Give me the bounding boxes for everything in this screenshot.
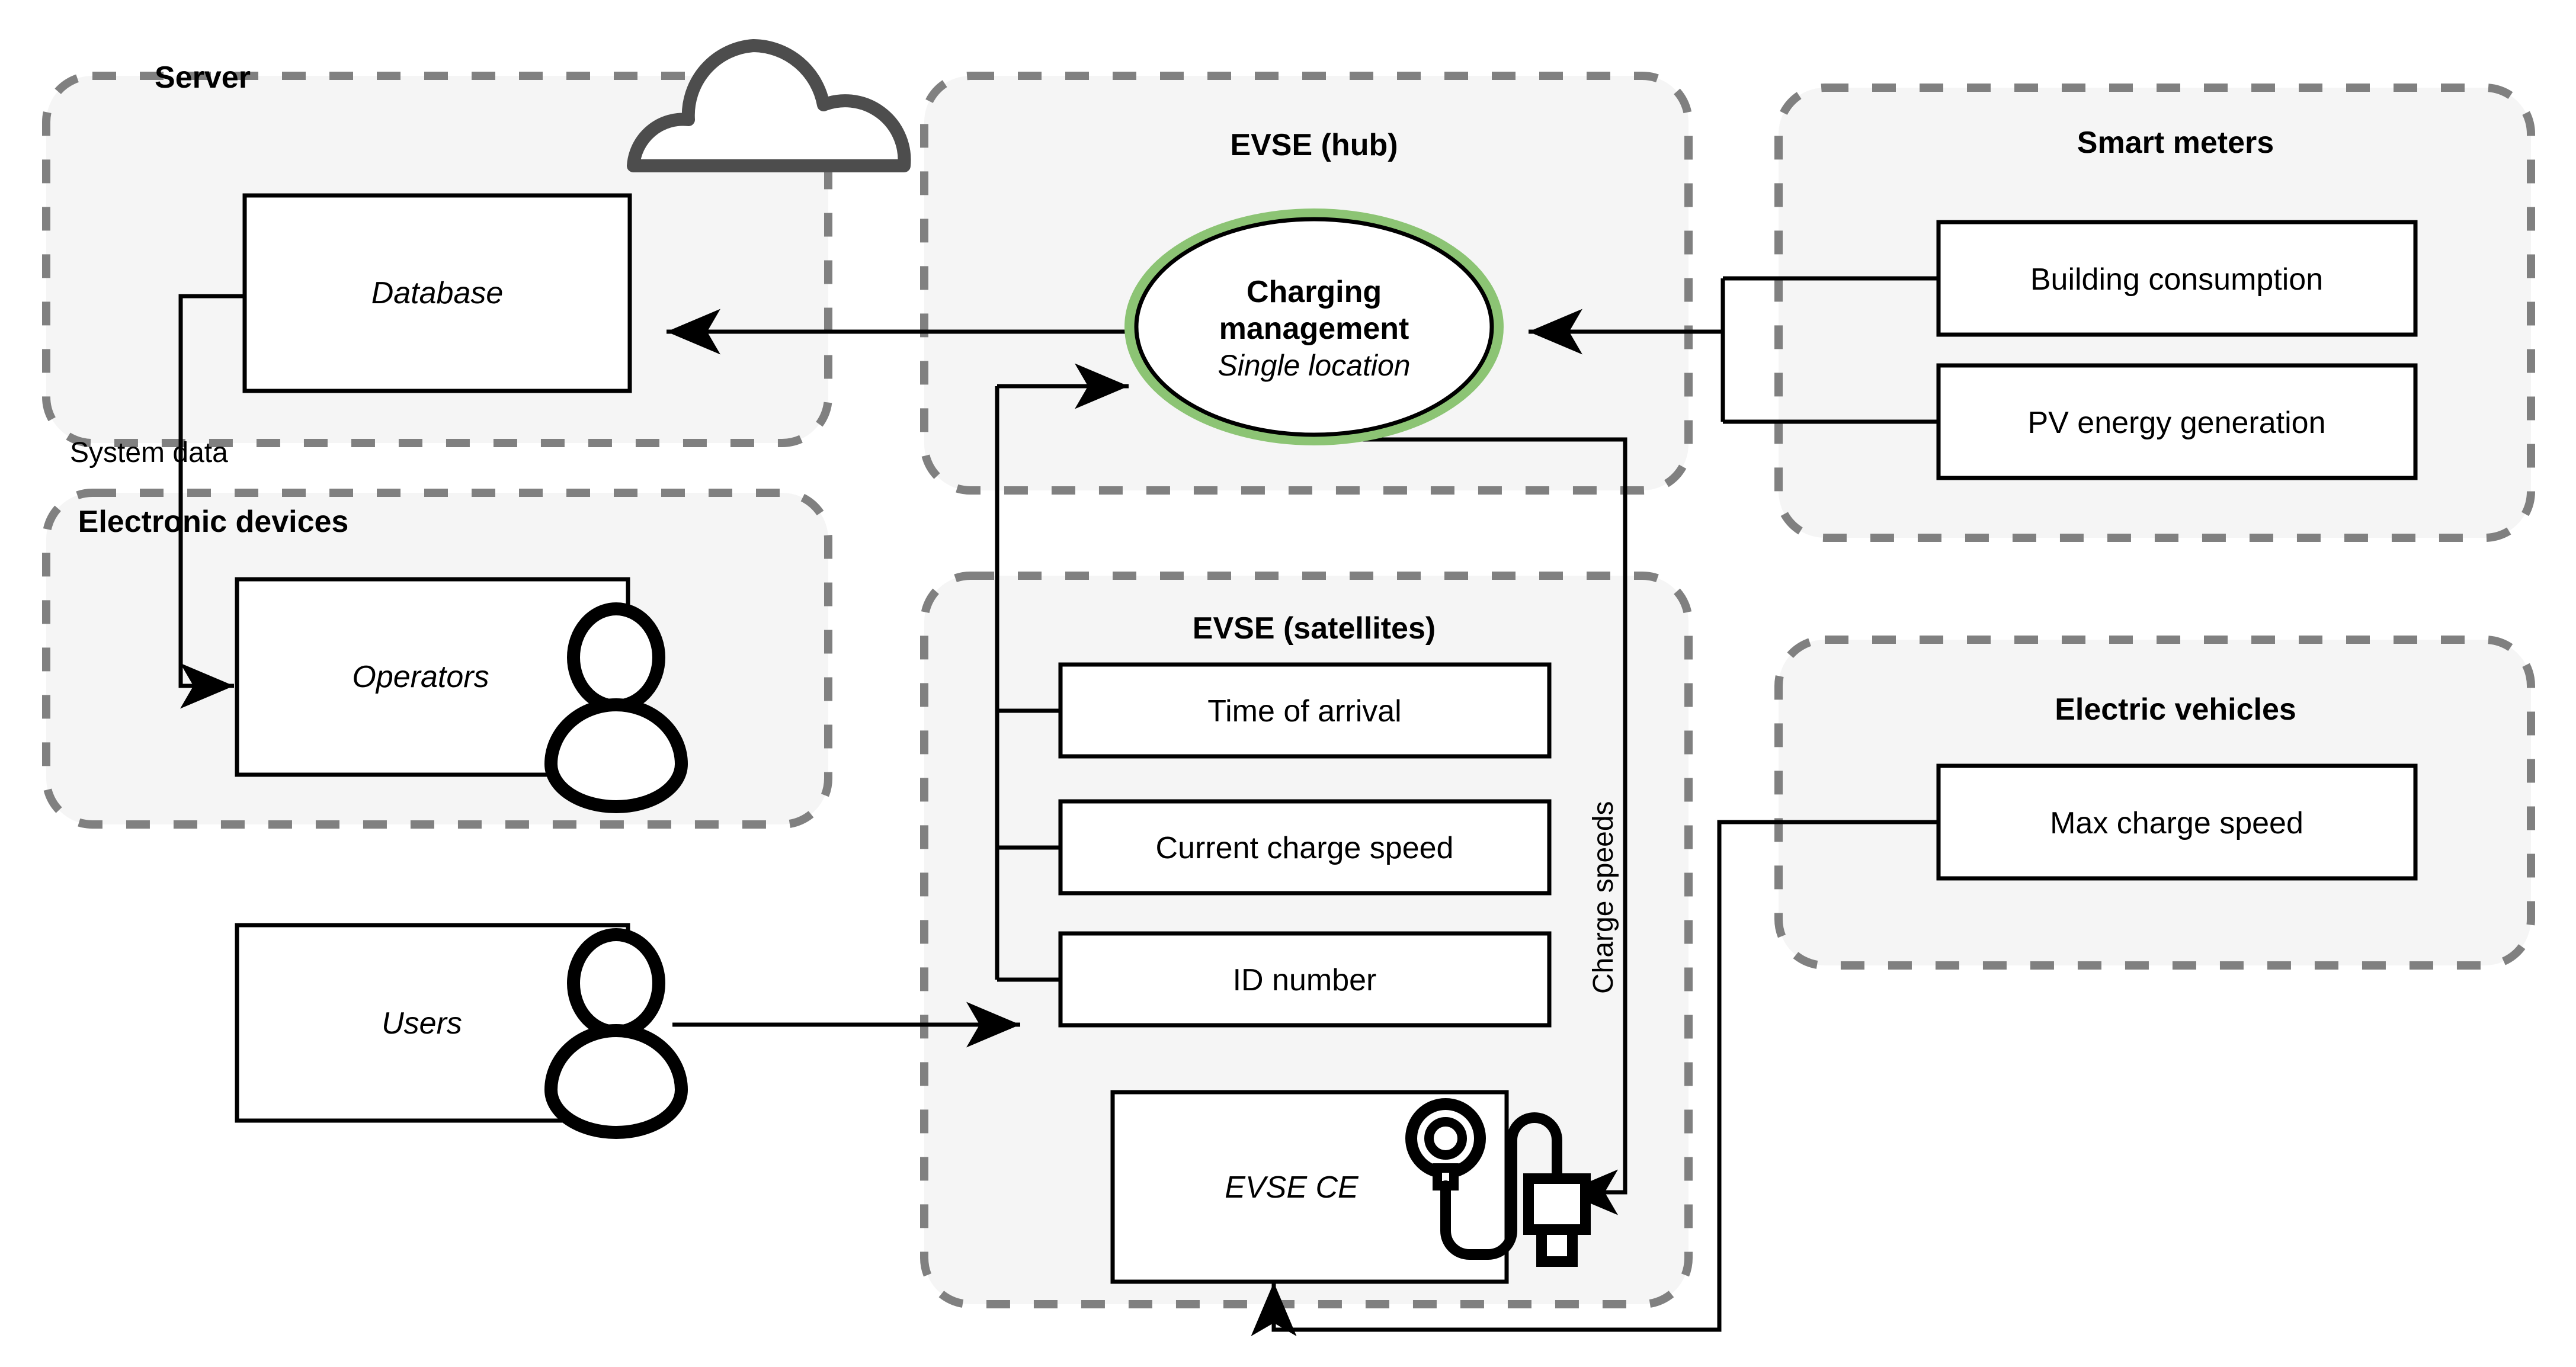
cloud-icon <box>627 39 911 172</box>
node-label-evse-ce: EVSE CE <box>1225 1170 1359 1205</box>
group-title-server: Server <box>155 60 251 95</box>
group-title-evse-hub: EVSE (hub) <box>1230 128 1398 162</box>
node-label-current-charge-speed: Current charge speed <box>1156 831 1454 865</box>
ev-charger-icon <box>1405 1098 1591 1267</box>
edge-charge-speeds <box>1314 437 1627 1215</box>
node-label-pv-energy-generation: PV energy generation <box>2027 406 2325 440</box>
node-label-max-charge-speed: Max charge speed <box>2050 806 2303 840</box>
edge-label-charge-speeds: Charge speeds <box>1588 801 1619 994</box>
group-title-electric-vehicles: Electric vehicles <box>2055 692 2296 727</box>
actor-icon <box>544 928 688 1139</box>
node-label-time-of-arrival: Time of arrival <box>1207 694 1401 729</box>
actor-icon <box>544 602 688 813</box>
group-title-smart-meters: Smart meters <box>2077 126 2274 160</box>
node-label-operators: Operators <box>352 660 489 694</box>
edge-ev-to-evse-ce <box>1251 820 1939 1336</box>
node-max-charge-speed[interactable] <box>1936 763 2418 881</box>
node-id-number[interactable] <box>1058 931 1552 1028</box>
node-label-users: Users <box>382 1006 462 1041</box>
group-title-electronic-devices: Electronic devices <box>78 505 349 539</box>
node-label-charging-management-sub: Single location <box>1217 349 1410 382</box>
node-label-charging-management-1: Charging <box>1247 275 1382 309</box>
node-pv-energy-generation[interactable] <box>1936 363 2418 480</box>
node-time-of-arrival[interactable] <box>1058 662 1552 759</box>
node-database[interactable] <box>242 193 632 393</box>
node-building-consumption[interactable] <box>1936 220 2418 337</box>
edge-system-data <box>178 294 255 709</box>
node-charging-management[interactable] <box>1134 217 1494 437</box>
edge-label-system-data: System data <box>70 437 228 468</box>
node-current-charge-speed[interactable] <box>1058 799 1552 896</box>
node-label-id-number: ID number <box>1233 963 1377 997</box>
node-label-building-consumption: Building consumption <box>2030 262 2323 297</box>
node-label-charging-management-2: management <box>1219 312 1409 346</box>
group-title-evse-satellites: EVSE (satellites) <box>1193 611 1436 646</box>
node-charging-management-accent <box>1124 208 1504 445</box>
node-label-database: Database <box>371 276 504 310</box>
